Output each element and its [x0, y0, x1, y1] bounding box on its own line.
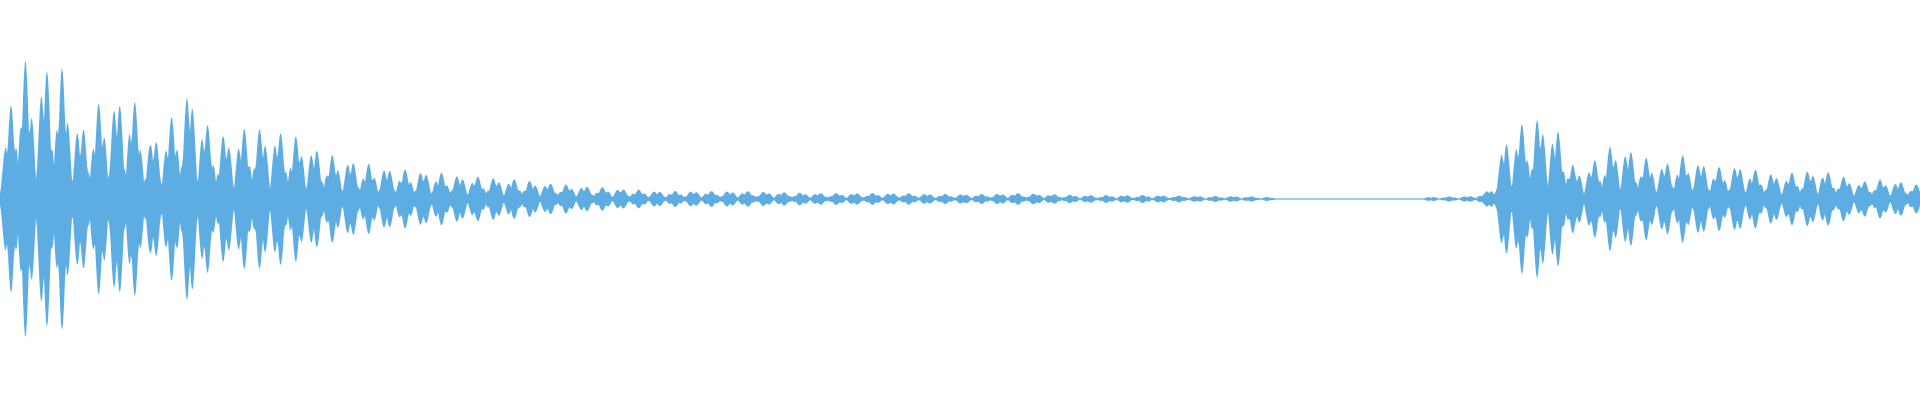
waveform-bars — [0, 61, 1920, 337]
waveform-path — [0, 61, 1920, 337]
